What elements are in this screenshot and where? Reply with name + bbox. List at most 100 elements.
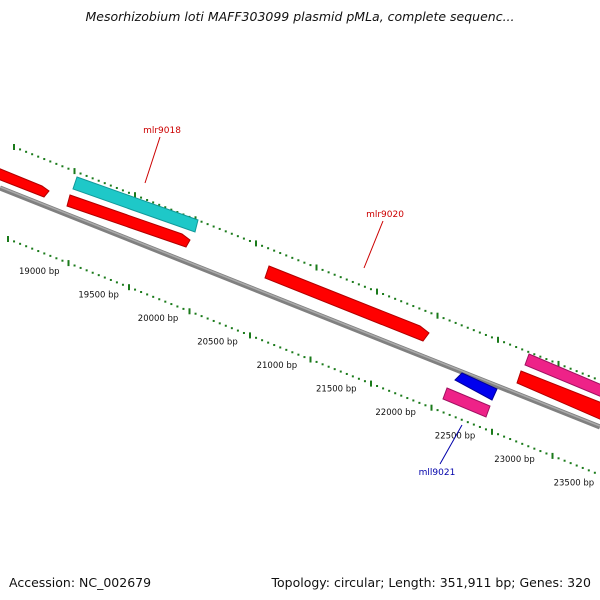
gene-arrow-mlr9018[interactable] (66, 194, 191, 248)
lower-track-major-tick (67, 260, 70, 267)
upper-track-minor-tick (273, 249, 276, 252)
upper-track-minor-tick (466, 326, 469, 329)
lower-track-minor-tick (424, 404, 427, 407)
upper-track-minor-tick (593, 377, 596, 380)
gene-label-group-mll9021: mll9021 (419, 424, 463, 478)
scale-label: 22000 bp (375, 408, 416, 418)
lower-track-minor-tick (49, 254, 52, 257)
lower-track-minor-tick (267, 341, 270, 344)
gene-arrow-magenta-right[interactable] (524, 353, 600, 397)
upper-track-minor-tick (478, 331, 481, 334)
upper-track-minor-tick (569, 367, 572, 370)
lower-track-minor-tick (382, 387, 385, 390)
scale-label: 21500 bp (316, 385, 357, 395)
gene-arrow-red-right[interactable] (516, 370, 600, 420)
lower-track-minor-tick (236, 329, 239, 332)
lower-track-minor-tick (569, 462, 572, 465)
upper-track-minor-tick (261, 244, 264, 247)
lower-track-minor-tick (357, 377, 360, 380)
lower-track-major-tick (370, 380, 372, 387)
lower-track-minor-tick (436, 409, 439, 412)
gene-arrow-mlr9020[interactable] (264, 265, 430, 342)
lower-track-minor-tick (539, 450, 542, 453)
upper-track-major-tick (134, 192, 136, 199)
upper-track-minor-tick (43, 158, 46, 161)
scale-label: 21000 bp (257, 361, 298, 371)
upper-track-minor-tick (406, 302, 409, 305)
gene-arrow-cyan[interactable] (72, 176, 199, 233)
upper-track-minor-tick (363, 285, 366, 288)
lower-track-minor-tick (509, 438, 512, 441)
lower-track-minor-tick (170, 303, 173, 306)
lower-track-minor-tick (363, 380, 366, 383)
upper-track-minor-tick (539, 355, 542, 358)
gene-leader-line (363, 220, 384, 269)
upper-track-minor-tick (327, 271, 330, 274)
lower-track-minor-tick (418, 401, 421, 404)
upper-track-minor-tick (454, 321, 457, 324)
map-title: Mesorhizobium loti MAFF303099 plasmid pM… (85, 9, 515, 24)
upper-track-minor-tick (164, 206, 167, 209)
gene-label-mlr9020[interactable]: mlr9020 (366, 210, 404, 220)
lower-track-minor-tick (230, 327, 233, 330)
lower-track-minor-tick (521, 442, 524, 445)
lower-track-minor-tick (557, 457, 560, 460)
lower-track-minor-tick (315, 360, 318, 363)
lower-track-minor-tick (515, 440, 518, 443)
upper-track-major-tick (255, 240, 257, 247)
lower-track-minor-tick (351, 375, 354, 378)
lower-track-minor-tick (182, 307, 185, 310)
upper-track-minor-tick (351, 280, 354, 283)
lower-track-minor-tick (115, 281, 118, 284)
lower-track-minor-tick (19, 242, 22, 245)
upper-track-minor-tick (563, 365, 566, 368)
lower-track-minor-tick (406, 397, 409, 400)
upper-track-minor-tick (248, 239, 251, 242)
upper-track-minor-tick (484, 333, 487, 336)
upper-track-minor-tick (49, 160, 52, 163)
gene-arrow-mll9021-blue[interactable] (454, 372, 498, 401)
lower-track-minor-tick (37, 250, 40, 253)
scale-label: 19500 bp (78, 291, 119, 301)
lower-track-minor-tick (146, 293, 149, 296)
gene-label-mll9021[interactable]: mll9021 (419, 468, 456, 478)
lower-track-minor-tick (212, 319, 215, 322)
lower-track-minor-tick (581, 466, 584, 469)
upper-track-minor-tick (394, 297, 397, 300)
upper-track-minor-tick (146, 199, 149, 202)
lower-track-minor-tick (297, 353, 300, 356)
lower-track-minor-tick (478, 425, 481, 428)
upper-track-minor-tick (527, 350, 530, 353)
upper-track-minor-tick (19, 148, 22, 151)
upper-track-minor-tick (515, 346, 518, 349)
lower-track-minor-tick (103, 276, 106, 279)
upper-track-minor-tick (37, 155, 40, 158)
gene-arrow-magenta-small[interactable] (442, 387, 491, 418)
upper-track-minor-tick (279, 252, 282, 255)
upper-track-minor-tick (442, 317, 445, 320)
upper-track-minor-tick (242, 237, 245, 240)
lower-track-major-tick (188, 308, 191, 315)
lower-track-minor-tick (13, 240, 16, 243)
upper-track-minor-tick (587, 374, 590, 377)
upper-track-major-tick (73, 168, 76, 175)
scale-label: 20500 bp (197, 338, 238, 348)
scale-label: 20000 bp (138, 314, 179, 324)
lower-track-minor-tick (527, 445, 530, 448)
gene-arrows (0, 168, 600, 420)
lower-track-minor-tick (285, 348, 288, 351)
lower-track-minor-tick (472, 423, 475, 426)
upper-track-minor-tick (67, 167, 70, 170)
lower-track-minor-tick (587, 469, 590, 472)
lower-track-minor-tick (563, 459, 566, 462)
upper-track-minor-tick (575, 370, 578, 373)
lower-track-major-tick (491, 428, 493, 435)
gene-arrow-mlr9017[interactable] (0, 168, 50, 198)
upper-track-major-tick (497, 336, 499, 343)
lower-track-minor-tick (345, 372, 348, 375)
upper-track-minor-tick (521, 348, 524, 351)
upper-track-minor-tick (285, 254, 288, 257)
gene-label-mlr9018[interactable]: mlr9018 (143, 126, 181, 136)
